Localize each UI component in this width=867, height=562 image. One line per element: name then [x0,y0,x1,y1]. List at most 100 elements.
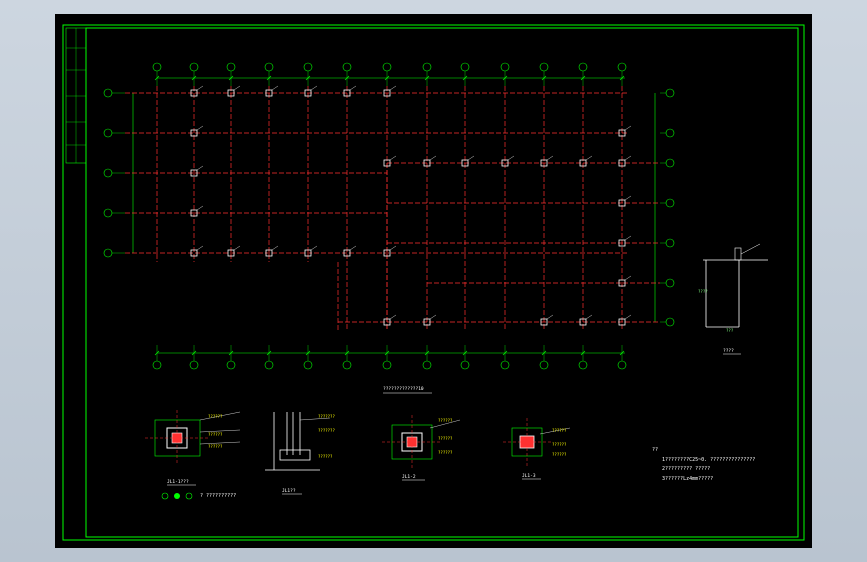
column-icon [618,199,626,207]
column-icon [618,318,626,326]
foundation-plan [103,62,675,370]
dimension-tick [462,350,468,356]
svg-text:????: ???? [698,289,708,294]
dimension-tick [424,75,430,81]
dimension-tick [344,75,350,81]
column-icon [343,249,351,257]
column-leader [467,155,475,161]
svg-text:???????: ??????? [318,428,335,433]
column-leader [196,85,204,91]
column-leader [389,85,397,91]
notes-line-3: 3??????Lz4mm????? [662,476,713,482]
column-icon [618,279,626,287]
section-label: ???? [723,348,734,354]
column-icon [190,169,198,177]
dimension-tick [191,75,197,81]
column-icon [304,249,312,257]
dimension-tick [305,350,311,356]
column-icon [540,318,548,326]
column-leader [389,155,397,161]
svg-text:??????: ?????? [552,442,567,447]
column-leader [349,245,357,251]
column-icon [190,209,198,217]
detail-label-4: JL1-3 [522,473,536,479]
dimension-tick [424,350,430,356]
column-icon [343,89,351,97]
dimension-tick [541,350,547,356]
detail-jl1-2: ?????? ?????? ?????? JL1-2 [382,415,461,481]
dimension-tick [502,75,508,81]
column-icon [579,159,587,167]
column-leader [349,85,357,91]
column-leader [196,125,204,131]
column-leader [546,155,554,161]
title-block-icon [65,27,87,164]
column-leader [196,165,204,171]
detail-jl1-1: ?????? ?????? ?????? JL1-1??? ? ????????… [145,410,241,500]
svg-text:???: ??? [726,328,734,333]
svg-text:??????: ?????? [438,436,453,441]
detail-jl1-3: ?????? ?????? ?????? JL1-3 [503,418,571,480]
column-icon [304,89,312,97]
dimension-tick [384,350,390,356]
column-icon [423,159,431,167]
notes-header: ?? [652,447,658,453]
column-leader [624,155,632,161]
svg-text:???????: ??????? [318,414,335,419]
column-icon [383,318,391,326]
column-leader [233,245,241,251]
dimension-tick [228,350,234,356]
column-icon [265,249,273,257]
column-leader [196,205,204,211]
column-leader [429,314,437,320]
column-icon [190,129,198,137]
dimension-tick [580,350,586,356]
column-leader [233,85,241,91]
dimension-tick [266,350,272,356]
svg-text:??????: ?????? [438,450,453,455]
svg-text:??????: ?????? [318,454,333,459]
column-icon [383,89,391,97]
legend-note: ? ?????????? [200,493,236,499]
column-icon [618,159,626,167]
column-icon [383,159,391,167]
column-leader [585,155,593,161]
detail-label-3: JL1-2 [402,474,416,480]
column-leader [585,314,593,320]
dimension-tick [619,350,625,356]
svg-text:??????: ?????? [552,428,567,433]
dimension-tick [228,75,234,81]
column-leader [624,195,632,201]
dimension-tick [344,350,350,356]
column-leader [507,155,515,161]
column-icon [383,249,391,257]
column-icon [190,249,198,257]
svg-text:??????: ?????? [208,414,223,419]
column-icon [423,318,431,326]
column-leader [389,314,397,320]
column-icon [265,89,273,97]
plan-title: ?????????????10 [383,386,424,392]
notes-line-1: 1????????C25~0. ??????????????? [662,457,755,463]
column-leader [389,245,397,251]
dimension-tick [384,75,390,81]
dimension-tick [154,350,160,356]
dimension-tick [462,75,468,81]
drawing-sheet [55,14,812,548]
column-leader [546,314,554,320]
column-icon [618,129,626,137]
column-leader [429,155,437,161]
column-leader [271,85,279,91]
column-leader [624,275,632,281]
dimension-tick [619,75,625,81]
detail-jl1: ??????? ??????? ?????? JL1?? [265,412,335,495]
svg-text:??????: ?????? [208,444,223,449]
dimension-tick [580,75,586,81]
column-leader [624,314,632,320]
column-icon [190,89,198,97]
column-icon [540,159,548,167]
column-icon [227,249,235,257]
svg-text:??????: ?????? [552,452,567,457]
